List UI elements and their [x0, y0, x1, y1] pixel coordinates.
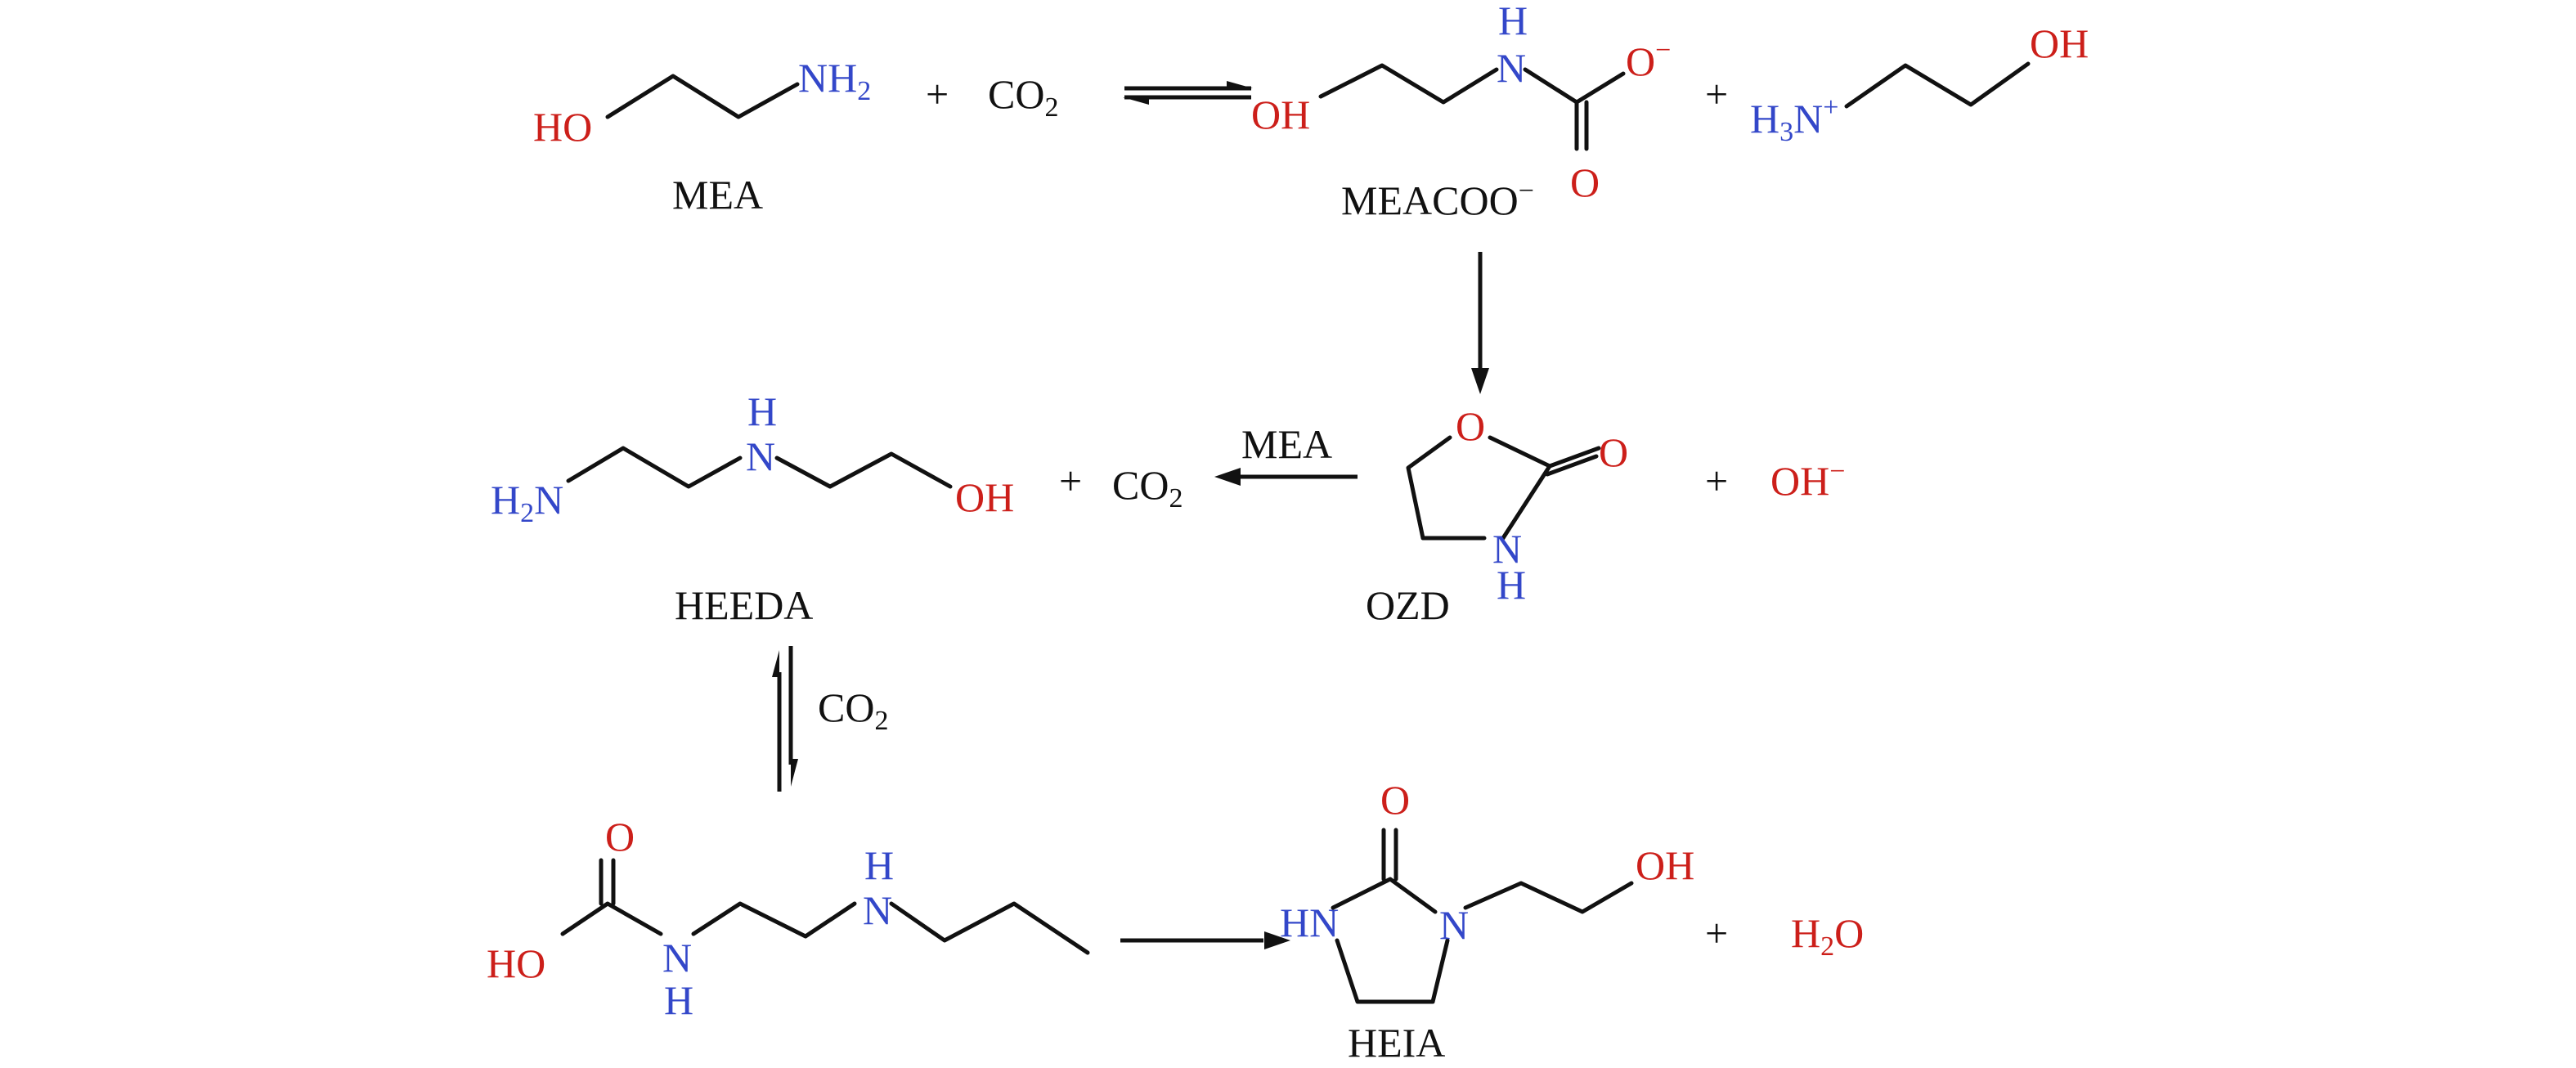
arrow-label-co2: CO2: [818, 684, 888, 736]
meacoo-bonds: [1318, 63, 1626, 151]
mea-molecule: HO NH2 MEA: [533, 55, 871, 218]
plus-sign: +: [1705, 910, 1728, 956]
ozd-molecule: O O N H OZD: [1366, 403, 1628, 628]
heeda-bonds: [566, 446, 953, 489]
meah-bonds: [1844, 61, 2031, 109]
meacoo-nh-h: H: [1498, 0, 1528, 43]
heia-n: N: [1439, 902, 1469, 948]
carbamate-nh-h: H: [664, 977, 693, 1023]
heia-bonds: [1331, 828, 1634, 1004]
plus-sign: +: [1705, 71, 1728, 117]
heeda-oh: OH: [955, 474, 1014, 520]
meacoo-label: MEACOO−: [1341, 176, 1534, 223]
carbamate-n: N: [662, 935, 692, 980]
equilibrium-arrow-2: CO2: [772, 646, 888, 792]
meacoo-oh: OH: [1251, 92, 1310, 137]
mea-ho: HO: [533, 104, 592, 150]
ozd-n: N: [1492, 526, 1522, 572]
ozd-ring: [1406, 435, 1601, 541]
co2-reactant: CO2: [988, 71, 1058, 123]
equilibrium-arrow-1: [1123, 81, 1253, 105]
plus-sign: +: [1705, 458, 1728, 504]
ozd-label: OZD: [1366, 582, 1450, 628]
co2-product: CO2: [1112, 462, 1183, 514]
meacoo-molecule: OH N H O− O MEACOO−: [1251, 0, 1671, 223]
protonated-mea-molecule: H3N+ OH: [1750, 20, 2089, 147]
carbamate-bonds: [560, 858, 1090, 955]
meah-oh: OH: [2030, 20, 2089, 66]
mea-nh2: NH2: [798, 55, 871, 106]
carbamate-carbonyl-o: O: [605, 814, 635, 859]
heia-label: HEIA: [1348, 1020, 1445, 1066]
arrow-label-mea: MEA: [1241, 421, 1332, 467]
arrow-down-to-ozd: [1471, 252, 1489, 394]
mea-label: MEA: [672, 172, 763, 218]
heia-carbonyl-o: O: [1380, 777, 1410, 823]
meacoo-n: N: [1497, 45, 1526, 91]
heia-molecule: O HN N OH HEIA: [1280, 777, 1694, 1066]
carbamate-n2: N: [863, 887, 892, 933]
meacoo-o-minus: O−: [1626, 35, 1671, 84]
mea-bonds: [605, 74, 800, 119]
arrow-ozd-to-heeda: MEA: [1214, 421, 1358, 486]
ozd-ring-o: O: [1456, 403, 1485, 449]
heeda-label: HEEDA: [675, 582, 813, 628]
heeda-carbamate-molecule: O HO N H N H: [487, 814, 1090, 1023]
hydroxide-ion: OH−: [1770, 456, 1845, 504]
carbamate-ho: HO: [487, 940, 545, 986]
meacoo-carbonyl-o: O: [1570, 159, 1600, 205]
ozd-carbonyl-o: O: [1599, 429, 1628, 475]
water: H2O: [1791, 910, 1864, 962]
arrow-to-heia: [1120, 931, 1290, 949]
ozd-nh-h: H: [1497, 562, 1526, 608]
heia-hn: HN: [1280, 900, 1339, 945]
heia-oh: OH: [1636, 842, 1694, 888]
meah-h3n-plus: H3N+: [1750, 92, 1838, 147]
carbamate-nh2-h: H: [864, 842, 894, 888]
heeda-n: N: [746, 433, 775, 479]
plus-sign: +: [926, 71, 949, 117]
heeda-molecule: H2N N H OH HEEDA: [491, 388, 1014, 628]
heeda-h2n: H2N: [491, 477, 563, 528]
plus-sign: +: [1059, 458, 1082, 504]
heeda-nh-h: H: [747, 388, 777, 434]
